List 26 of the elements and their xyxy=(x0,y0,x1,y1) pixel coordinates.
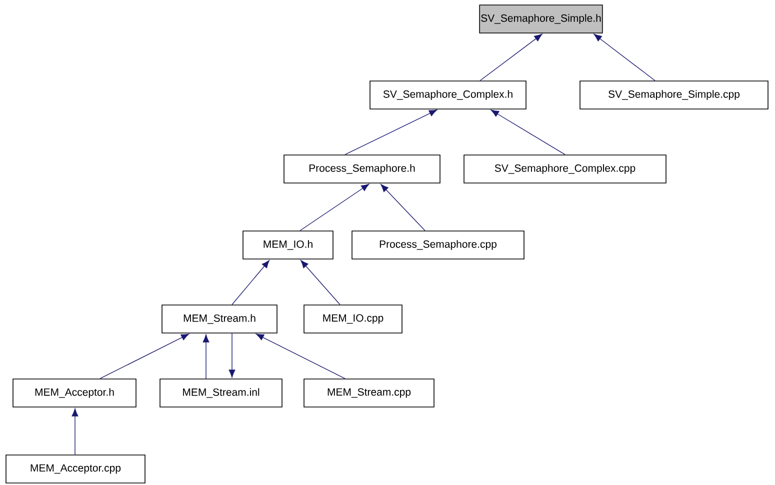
arrow xyxy=(594,34,656,81)
arrow xyxy=(202,334,210,379)
arrow xyxy=(380,184,426,231)
file-box: MEM_Stream.h xyxy=(162,304,278,334)
file-box: Process_Semaphore.cpp xyxy=(352,230,524,260)
arrow xyxy=(480,34,542,81)
arrow xyxy=(300,260,340,305)
arrow xyxy=(232,260,270,305)
file-box: MEM_IO.cpp xyxy=(304,304,402,334)
arrow xyxy=(490,110,566,155)
arrow xyxy=(256,334,346,379)
file-box: SV_Semaphore_Complex.h xyxy=(370,80,526,110)
arrow xyxy=(344,110,438,155)
file-box: MEM_Stream.cpp xyxy=(304,378,434,408)
file-box: MEM_Acceptor.h xyxy=(12,378,136,408)
file-box: MEM_Acceptor.cpp xyxy=(6,454,146,484)
file-box: SV_Semaphore_Simple.h xyxy=(479,4,603,34)
file-box: SV_Semaphore_Simple.cpp xyxy=(580,80,768,110)
arrow xyxy=(300,184,370,231)
file-box: MEM_IO.h xyxy=(242,230,334,260)
file-box: Process_Semaphore.h xyxy=(284,154,440,184)
file-box: SV_Semaphore_Complex.cpp xyxy=(464,154,666,184)
file-box: MEM_Stream.inl xyxy=(160,378,282,408)
arrow xyxy=(72,408,78,455)
arrow xyxy=(100,334,190,379)
arrow xyxy=(228,333,236,378)
